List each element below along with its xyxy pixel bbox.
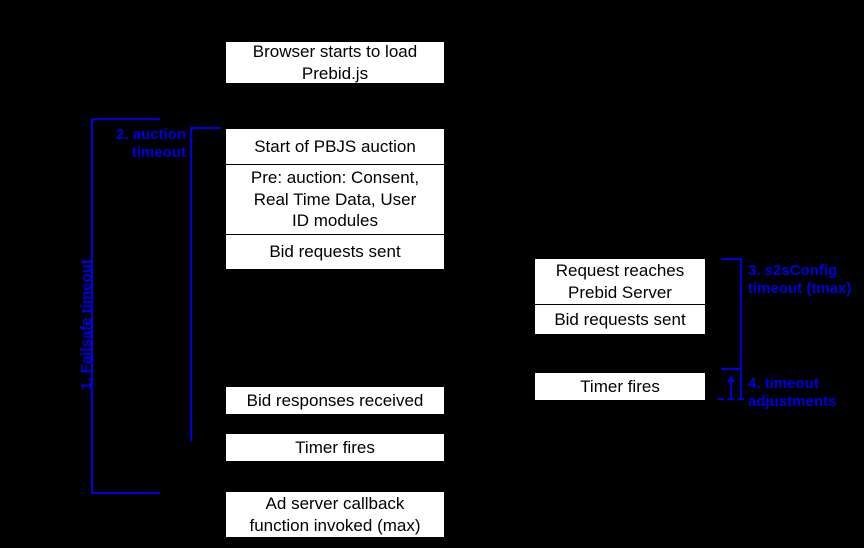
failsafe-bracket-spine [91, 118, 93, 494]
s2s-bracket-spine [740, 258, 742, 370]
s2s-bracket-bottom-tick [721, 368, 742, 370]
label-s2sconfig-timeout: 3. s2sConfig timeout (tmax) [748, 262, 852, 297]
auction-bracket-top-tick [190, 127, 221, 129]
box-ad-server-callback: Ad server callback function invoked (max… [225, 491, 445, 538]
box-request-reaches-prebid-server: Request reaches Prebid Server [535, 259, 705, 305]
failsafe-bracket-bottom-tick [91, 492, 160, 494]
timeout-adjustment-arrowhead [727, 375, 735, 382]
box-browser-starts-to-load-prebid: Browser starts to load Prebid.js [225, 41, 445, 84]
s2s-bracket-top-tick [721, 258, 742, 260]
box-bid-requests-sent: Bid requests sent [226, 235, 444, 269]
prebid-server-box-group: Request reaches Prebid Server Bid reques… [534, 258, 706, 335]
box-timer-fires-server: Timer fires [534, 372, 706, 401]
box-bid-requests-sent-server: Bid requests sent [535, 305, 705, 334]
box-timer-fires-client: Timer fires [225, 433, 445, 462]
box-pre-auction-modules: Pre: auction: Consent, Real Time Data, U… [226, 165, 444, 235]
timeout-adjustment-dashed-baseline [718, 398, 744, 400]
label-timeout-adjustments: 4. timeout adjustments [748, 375, 837, 410]
box-start-of-pbjs-auction: Start of PBJS auction [226, 129, 444, 165]
timeout-adjustment-arrow-shaft [730, 381, 732, 398]
box-bid-responses-received: Bid responses received [225, 386, 445, 415]
timeout-adjustment-right-spine [740, 368, 742, 400]
auction-box-group: Start of PBJS auction Pre: auction: Cons… [225, 128, 445, 270]
auction-bracket-spine [190, 127, 192, 441]
label-failsafe-timeout: 1. Failsafe timeout [78, 259, 95, 390]
label-auction-timeout: 2. auction timeout [115, 126, 186, 161]
failsafe-bracket-top-tick [91, 118, 160, 120]
